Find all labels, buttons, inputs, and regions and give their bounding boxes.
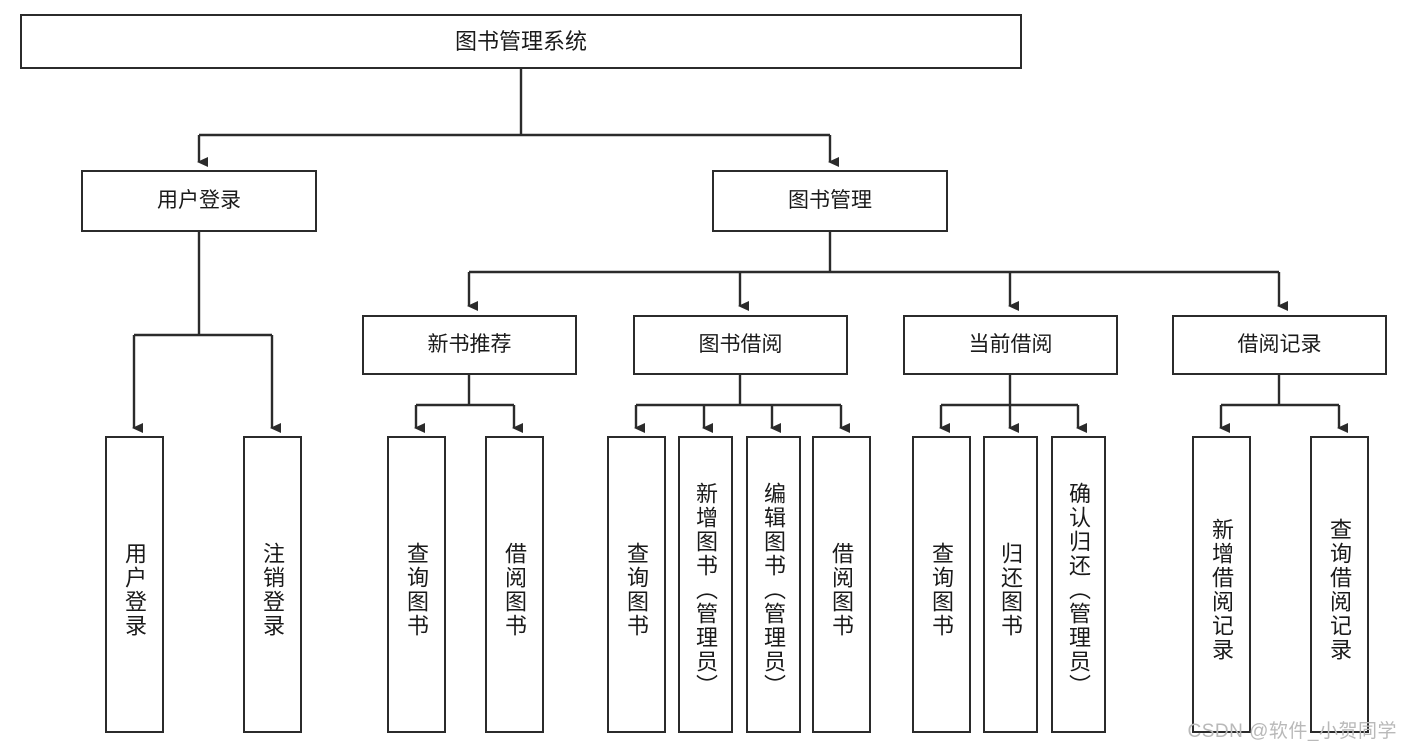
leaf-confirm-return-admin[interactable]: 确认归还（管理员） <box>1051 436 1106 733</box>
node-label: 归还图书 <box>998 541 1024 638</box>
node-label: 新书推荐 <box>427 332 512 356</box>
leaf-logout[interactable]: 注销登录 <box>243 436 302 733</box>
leaf-new-book-query[interactable]: 查询图书 <box>387 436 446 733</box>
node-label: 编辑图书（管理员） <box>761 481 787 698</box>
node-label: 用户登录 <box>157 188 241 212</box>
node-label: 用户登录 <box>122 541 148 638</box>
node-label: 新增借阅记录 <box>1209 517 1235 662</box>
node-label: 图书管理 <box>788 188 872 212</box>
node-label: 借阅图书 <box>829 541 855 638</box>
node-book-management[interactable]: 图书管理 <box>712 170 948 232</box>
node-root-system[interactable]: 图书管理系统 <box>20 14 1022 69</box>
node-label: 图书管理系统 <box>454 28 587 54</box>
leaf-add-borrow-record[interactable]: 新增借阅记录 <box>1192 436 1251 733</box>
leaf-borrow-book[interactable]: 借阅图书 <box>812 436 871 733</box>
node-label: 借阅图书 <box>502 541 528 638</box>
leaf-current-query-book[interactable]: 查询图书 <box>912 436 971 733</box>
node-label: 查询借阅记录 <box>1327 517 1353 662</box>
node-label: 借阅记录 <box>1237 332 1322 356</box>
leaf-return-book[interactable]: 归还图书 <box>983 436 1038 733</box>
node-label: 注销登录 <box>260 541 286 638</box>
node-label: 图书借阅 <box>698 332 783 356</box>
node-label: 查询图书 <box>624 541 650 638</box>
node-label: 查询图书 <box>929 541 955 638</box>
node-book-borrow[interactable]: 图书借阅 <box>633 315 848 375</box>
node-label: 确认归还（管理员） <box>1066 481 1092 698</box>
node-user-login[interactable]: 用户登录 <box>81 170 317 232</box>
leaf-query-borrow-record[interactable]: 查询借阅记录 <box>1310 436 1369 733</box>
leaf-borrow-query-book[interactable]: 查询图书 <box>607 436 666 733</box>
csdn-watermark: CSDN @软件_小贺同学 <box>1187 721 1397 742</box>
leaf-new-book-borrow[interactable]: 借阅图书 <box>485 436 544 733</box>
leaf-edit-book-admin[interactable]: 编辑图书（管理员） <box>746 436 801 733</box>
leaf-add-book-admin[interactable]: 新增图书（管理员） <box>678 436 733 733</box>
node-borrow-record[interactable]: 借阅记录 <box>1172 315 1387 375</box>
node-label: 新增图书（管理员） <box>693 481 719 698</box>
leaf-user-login[interactable]: 用户登录 <box>105 436 164 733</box>
node-current-borrow[interactable]: 当前借阅 <box>903 315 1118 375</box>
node-label: 查询图书 <box>404 541 430 638</box>
node-label: 当前借阅 <box>968 332 1053 356</box>
node-new-book-recommend[interactable]: 新书推荐 <box>362 315 577 375</box>
